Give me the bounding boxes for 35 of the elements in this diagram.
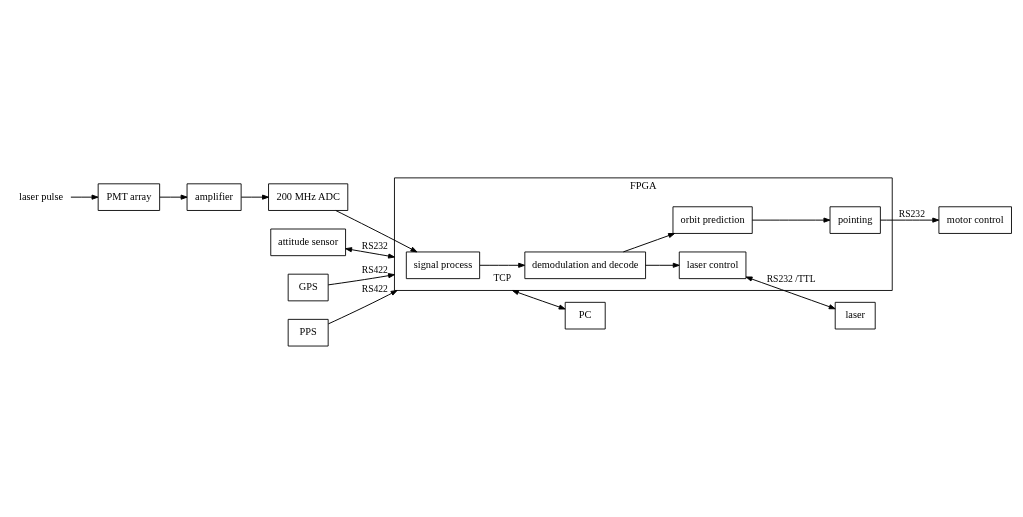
arrow: [159, 194, 188, 200]
arrow: [327, 272, 395, 285]
arrow: [751, 217, 831, 223]
arrow: [511, 289, 566, 310]
arrow: [240, 194, 269, 200]
arrow: [880, 217, 940, 223]
arrow: [645, 262, 680, 268]
arrow: [327, 289, 398, 324]
arrow: [70, 194, 99, 200]
edge-label: RS232: [898, 207, 925, 219]
node-box: signal process: [405, 251, 481, 279]
node-box: amplifier: [186, 182, 242, 211]
node-box: PPS: [287, 318, 329, 346]
node-box: orbit prediction: [672, 205, 753, 234]
arrow: [479, 262, 526, 268]
arrow: [622, 232, 676, 252]
node-box: laser: [834, 301, 876, 329]
edge-label: RS422: [361, 282, 388, 294]
edge-label: RS422: [361, 263, 388, 275]
edge-label: RS232: [361, 239, 388, 251]
edge-label: TCP: [493, 271, 512, 283]
arrow: [345, 246, 395, 259]
node-box: pointing: [829, 205, 881, 234]
node-box: laser control: [678, 251, 747, 279]
node-box: 200 MHz ADC: [268, 182, 349, 211]
node-box: PMT array: [97, 182, 161, 211]
arrow: [745, 276, 836, 309]
node-box: attitude sensor: [270, 228, 346, 256]
node-box: GPS: [287, 273, 329, 301]
node-box: demodulation and decode: [524, 251, 646, 279]
node-box: PC: [564, 301, 606, 329]
edge-label: RS232 /TTL: [766, 272, 816, 284]
node-box: motor control: [938, 205, 1012, 234]
node-text: laser pulse: [19, 190, 64, 202]
arrow: [335, 209, 418, 252]
